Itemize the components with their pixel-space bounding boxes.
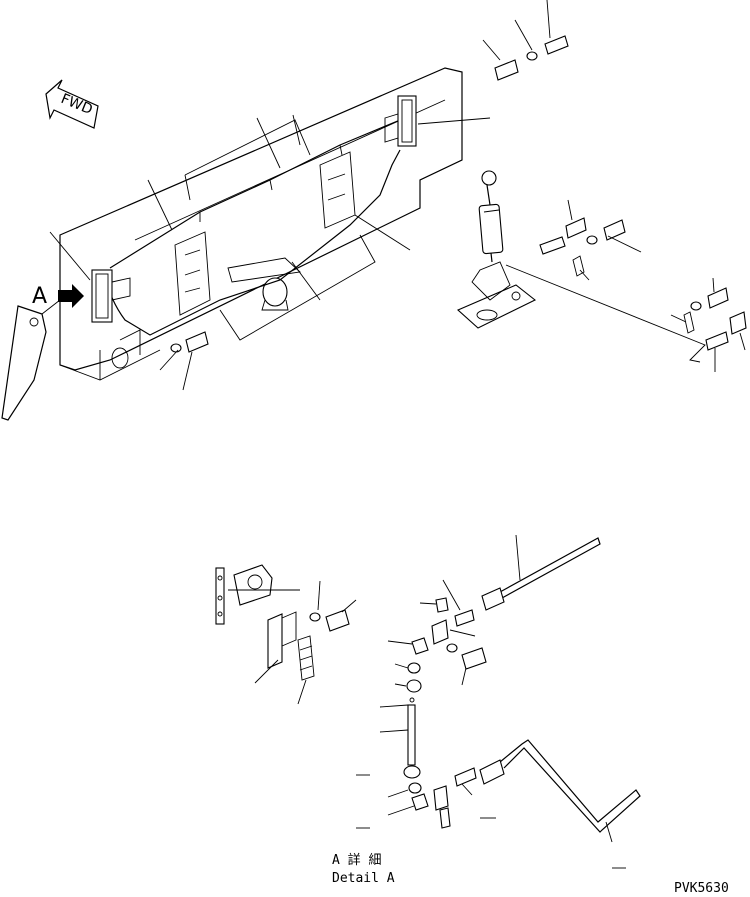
view-marker-label: A (32, 284, 47, 309)
detail-title-jp: A 詳 細 (332, 852, 381, 868)
detail-a-assembly (215, 534, 641, 869)
view-arrow-icon (58, 284, 84, 308)
detail-title-en: Detail A (332, 871, 395, 886)
drawing-code: PVK5630 (674, 881, 729, 896)
fwd-arrow-icon: FWD (45, 79, 99, 129)
view-marker: A (32, 284, 84, 309)
blade-assembly (1, 0, 747, 421)
